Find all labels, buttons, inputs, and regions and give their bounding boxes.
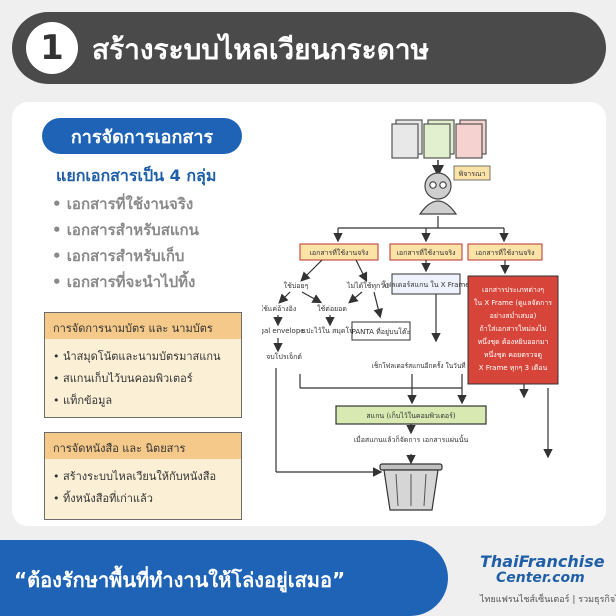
footer: “ต้องรักษาพื้นที่ทำงานให้โล่งอยู่เสมอ” T… [0,540,616,616]
xframe-line: ใน X Frame (ดูแลจัดการ [474,298,552,307]
branch-label: ใช้บ่อยๆ [284,281,309,290]
group-item: • เอกสารสำหรับสแกน [52,221,199,239]
xframe-line: เอกสารประเภทต่างๆ [482,286,544,294]
section-pill: การจัดการเอกสาร [42,118,242,154]
xframe-line: X Frame ทุกๆ 3 เดือน [479,364,548,372]
scan-folder-label: โฟลเดอร์สแกน ใน X Frame [382,280,469,289]
project-end-label: จบโปรเจ็กต์ [266,352,302,361]
branch-label: ใช้ต่อยอด [317,304,347,313]
scan-folder-box [391,273,461,295]
branch-label: ไม่ได้ใช้ทุกวัน [346,281,389,290]
brand-tagline: ไทยแฟรนไชส์เซ็นเตอร์ | รวมธุรกิจไทย [480,595,616,605]
trash-bin-icon [379,463,443,511]
note-item: • สแกนเก็บไว้บนคอมพิวเตอร์ [53,372,193,385]
after-scan-label: เมื่อสแกนแล้วก็จัดการ เอกสารแผ่นนั้น [354,433,469,444]
storage-notebook: แปะไว้ใน สมุดโน้ต [301,326,359,335]
note-namecards: การจัดการนามบัตร และ นามบัตร • นำสมุดโน้… [44,312,242,418]
branch-label: ใช้แค่อ้างอิง [262,304,296,313]
group-item: • เอกสารที่ใช้งานจริง [52,195,194,213]
note-item: • สร้างระบบไหลเวียนให้กับหนังสือ [53,470,217,483]
category-label: เอกสารที่ใช้งานจริง [476,248,535,257]
step-number: 1 [26,22,78,74]
brand-name: ThaiFranchise [480,552,605,571]
note-item: • แท็กข้อมูล [53,394,113,407]
category-label: เอกสารที่ใช้งานจริง [310,248,369,257]
note-heading: การจัดการนามบัตร และ นามบัตร [45,313,241,339]
scan-monthly-label: เช็กโฟลเดอร์สแกนอีกครั้ง ในวันที่ 1 ของท… [372,361,509,370]
note-books: การจัดหนังสือ และ นิตยสาร • สร้างระบบไหล… [44,432,242,520]
note-item: • นำสมุดโน้ตและนามบัตรมาสแกน [53,350,221,363]
storage-legal-envelope: Legal envelope [262,327,305,335]
think-bubble [453,165,491,181]
section-subtitle: แยกเอกสารเป็น 4 กลุ่ม [56,166,217,185]
header-banner: 1 สร้างระบบไหลเวียนกระดาษ [12,12,606,84]
xframe-text: เอกสารประเภทต่างๆใน X Frame (ดูแลจัดการอ… [474,286,552,372]
xframe-box [467,275,559,385]
brand-domain: Center.com [496,570,585,586]
document-flow-diagram: พิจารณา เอกสารที่ใช้งานจริง เอกสารที่ใช้… [262,119,559,511]
document-stack-icon [391,119,487,159]
xframe-line: ถ้าใส่เอกสารใหม่ลงไป [480,324,548,333]
thinking-person-icon [418,172,458,215]
panta-box [351,321,411,341]
scan-to-computer-label: สแกน (เก็บไว้ในคอมพิวเตอร์) [366,411,455,420]
slogan-text: “ต้องรักษาพื้นที่ทำงานให้โล่งอยู่เสมอ” [14,568,346,592]
note-heading: การจัดหนังสือ และ นิตยสาร [45,433,241,459]
xframe-line: หนึ่งชุด คอยตรวจดู [484,350,542,359]
slogan-bar: “ต้องรักษาพื้นที่ทำงานให้โล่งอยู่เสมอ” [0,540,448,616]
group-item: • เอกสารสำหรับเก็บ [52,247,185,265]
xframe-line: หนึ่งชุด ต้องหยิบออกมา [478,337,549,346]
category-box-active [299,243,379,261]
xframe-line: อย่างสม่ำเสมอ) [490,311,537,320]
storage-panta: PANTA ที่อยู่บนโต๊ะ [352,327,411,336]
note-item: • ทิ้งหนังสือที่เก่าแล้ว [53,492,153,505]
brand-logo[interactable]: ThaiFranchise Center.com ไทยแฟรนไชส์เซ็น… [470,552,616,608]
group-item: • เอกสารที่จะนำไปทิ้ง [52,273,196,291]
think-bubble-label: พิจารณา [459,170,486,178]
page-title: สร้างระบบไหลเวียนกระดาษ [92,33,430,66]
category-label: เอกสารที่ใช้งานจริง [397,248,456,257]
